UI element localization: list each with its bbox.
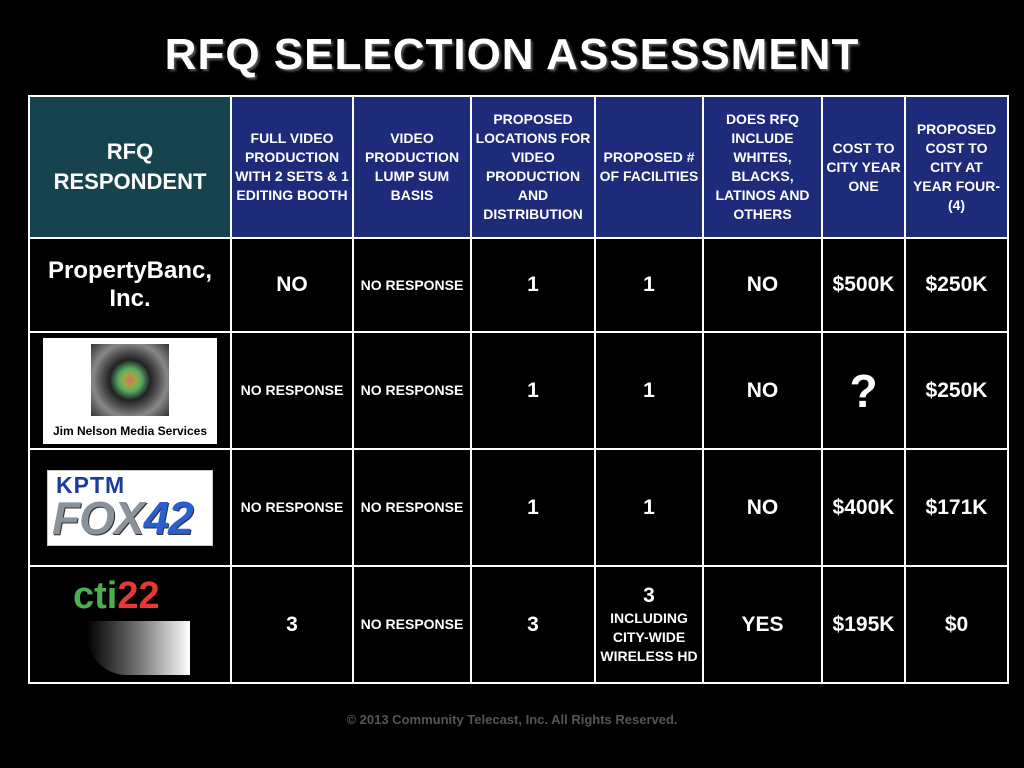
header-respondent: RFQ RESPONDENT [28, 95, 232, 239]
jim-nelson-logo-text: Jim Nelson Media Services [52, 423, 208, 438]
header-cost-year-four: PROPOSED COST TO CITY AT YEAR FOUR-(4) [904, 95, 1009, 239]
cti22-logo-shape [87, 620, 190, 675]
fox42-logo-number: 42 [143, 491, 194, 544]
fox42-logo-top: KPTM [56, 471, 126, 498]
header-facilities: PROPOSED # OF FACILITIES [594, 95, 704, 239]
table-row: KPTM FOX42 NO RESPONSE NO RESPONSE 1 1 N… [28, 448, 1009, 567]
header-locations: PROPOSED LOCATIONS FOR VIDEO PRODUCTION … [470, 95, 596, 239]
includes-cell: NO [702, 331, 823, 450]
facilities-count: 3 [643, 584, 655, 607]
locations-cell: 1 [470, 237, 596, 333]
copyright-footer: © 2013 Community Telecast, Inc. All Righ… [346, 712, 678, 727]
full-video-cell: 3 [230, 565, 354, 684]
table-row: Jim Nelson Media Services NO RESPONSE NO… [28, 331, 1009, 450]
lump-sum-cell: NO RESPONSE [352, 237, 472, 333]
respondent-logo-cell: cti22 [28, 565, 232, 684]
cost-year-four-cell: $250K [904, 331, 1009, 450]
fox42-logo-fox: FOX [52, 491, 145, 544]
table-row: PropertyBanc, Inc. NO NO RESPONSE 1 1 NO… [28, 237, 1009, 333]
assessment-table: RFQ RESPONDENT FULL VIDEO PRODUCTION WIT… [28, 95, 1009, 684]
cost-year-one-cell: $400K [821, 448, 906, 567]
locations-cell: 3 [470, 565, 596, 684]
header-cost-year-one: COST TO CITY YEAR ONE [821, 95, 906, 239]
lump-sum-cell: NO RESPONSE [352, 331, 472, 450]
camera-lens-image [91, 343, 169, 416]
facilities-cell: 3 INCLUDING CITY-WIDE WIRELESS HD [594, 565, 704, 684]
cti22-logo-text: cti22 [73, 575, 160, 618]
includes-cell: NO [702, 237, 823, 333]
header-includes: DOES RFQ INCLUDE WHITES, BLACKS, LATINOS… [702, 95, 823, 239]
facilities-cell: 1 [594, 448, 704, 567]
respondent-logo-cell: Jim Nelson Media Services [28, 331, 232, 450]
header-full-video: FULL VIDEO PRODUCTION WITH 2 SETS & 1 ED… [230, 95, 354, 239]
jim-nelson-logo: Jim Nelson Media Services [43, 337, 217, 444]
fox42-logo-main: FOX42 [52, 491, 194, 545]
cost-year-one-cell: $195K [821, 565, 906, 684]
slide-title: RFQ SELECTION ASSESSMENT [164, 30, 860, 79]
cost-year-one-cell: ? [821, 331, 906, 450]
cti22-logo-number: 22 [117, 574, 160, 617]
locations-cell: 1 [470, 448, 596, 567]
fox42-logo: KPTM FOX42 [47, 469, 213, 546]
cost-year-four-cell: $0 [904, 565, 1009, 684]
includes-cell: NO [702, 448, 823, 567]
header-lump-sum: VIDEO PRODUCTION LUMP SUM BASIS [352, 95, 472, 239]
full-video-cell: NO [230, 237, 354, 333]
cti22-logo: cti22 [65, 575, 195, 675]
locations-cell: 1 [470, 331, 596, 450]
lump-sum-cell: NO RESPONSE [352, 565, 472, 684]
full-video-cell: NO RESPONSE [230, 448, 354, 567]
cost-year-one-cell: $500K [821, 237, 906, 333]
cti22-logo-cti: cti [73, 574, 118, 617]
includes-cell: YES [702, 565, 823, 684]
facilities-note: INCLUDING CITY-WIDE WIRELESS HD [600, 610, 698, 664]
respondent-name: PropertyBanc, Inc. [28, 237, 232, 333]
full-video-cell: NO RESPONSE [230, 331, 354, 450]
lump-sum-cell: NO RESPONSE [352, 448, 472, 567]
facilities-cell: 1 [594, 331, 704, 450]
respondent-logo-cell: KPTM FOX42 [28, 448, 232, 567]
cost-year-four-cell: $171K [904, 448, 1009, 567]
facilities-cell: 1 [594, 237, 704, 333]
table-row: cti22 3 NO RESPONSE 3 3 INCLUDING CITY-W… [28, 565, 1009, 684]
header-row: RFQ RESPONDENT FULL VIDEO PRODUCTION WIT… [28, 95, 1009, 239]
cost-year-four-cell: $250K [904, 237, 1009, 333]
